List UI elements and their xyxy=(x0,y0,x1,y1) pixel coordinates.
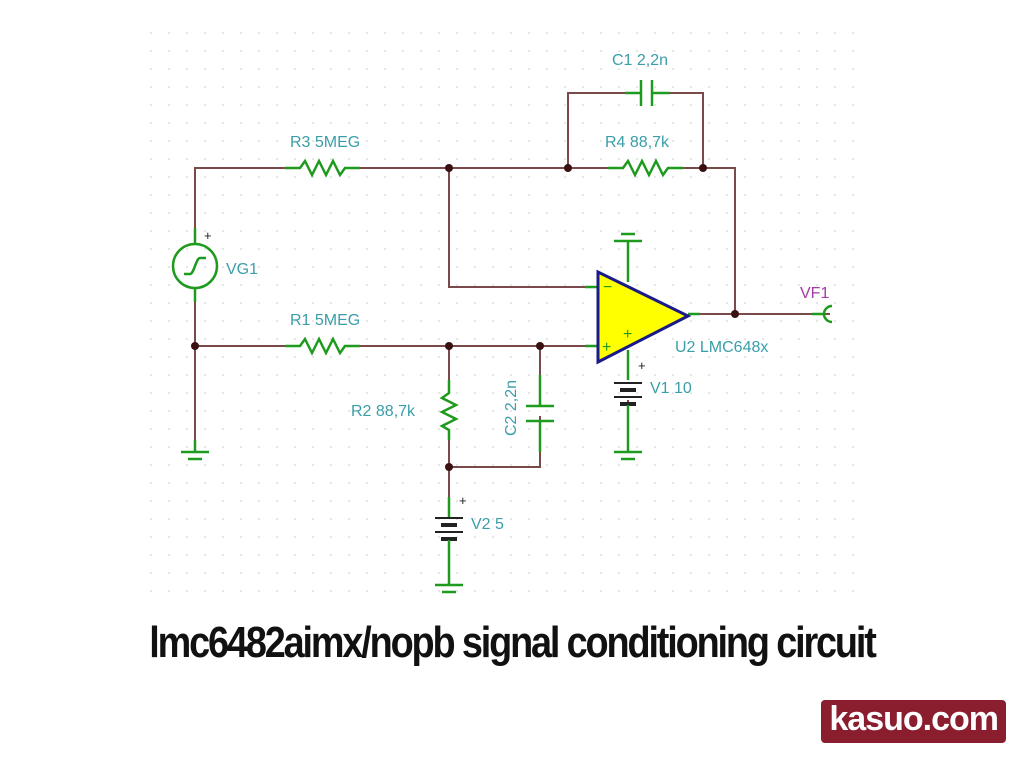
ground-icon xyxy=(435,583,463,594)
voltage-probe-vf1[interactable] xyxy=(812,304,833,324)
opamp-noninverting-input: + xyxy=(602,339,611,356)
v1-label: V1 10 xyxy=(650,380,692,397)
junction-nodes xyxy=(191,164,739,471)
r1-label: R1 5MEG xyxy=(290,312,360,329)
caption-title: lmc6482aimx/nopb signal conditioning cir… xyxy=(149,618,877,667)
battery-v1[interactable] xyxy=(614,382,642,452)
v1-plus: + xyxy=(638,358,646,373)
watermark-logo: kasuo.com xyxy=(821,700,1006,743)
signal-generator-vg1[interactable] xyxy=(171,228,219,302)
ground-icon xyxy=(614,232,642,243)
r3-label: R3 5MEG xyxy=(290,134,360,151)
resistor-r3[interactable] xyxy=(285,158,360,178)
resistor-r1[interactable] xyxy=(285,336,360,356)
battery-v2[interactable] xyxy=(435,497,463,585)
resistor-r2[interactable] xyxy=(439,380,459,440)
resistor-r4[interactable] xyxy=(608,158,683,178)
vg1-plus: + xyxy=(204,228,212,243)
c2-label: C2 2,2n xyxy=(503,380,520,436)
capacitor-c2[interactable] xyxy=(526,375,554,452)
v2-plus: + xyxy=(459,493,467,508)
r2-label: R2 88,7k xyxy=(351,403,416,420)
u2-label: U2 LMC648x xyxy=(675,339,768,356)
v2-label: V2 5 xyxy=(471,516,504,533)
capacitor-c1[interactable] xyxy=(625,80,670,106)
r4-label: R4 88,7k xyxy=(605,134,670,151)
ground-icon xyxy=(181,440,209,461)
vg1-label: VG1 xyxy=(226,261,258,278)
opamp-inverting-input: − xyxy=(603,279,612,296)
grid-background xyxy=(145,28,865,603)
c1-label: C1 2,2n xyxy=(612,52,668,69)
ground-icon xyxy=(614,450,642,461)
opamp-supply-plus: + xyxy=(623,326,632,343)
vf1-label: VF1 xyxy=(800,285,829,302)
opamp-u2[interactable] xyxy=(585,240,700,380)
